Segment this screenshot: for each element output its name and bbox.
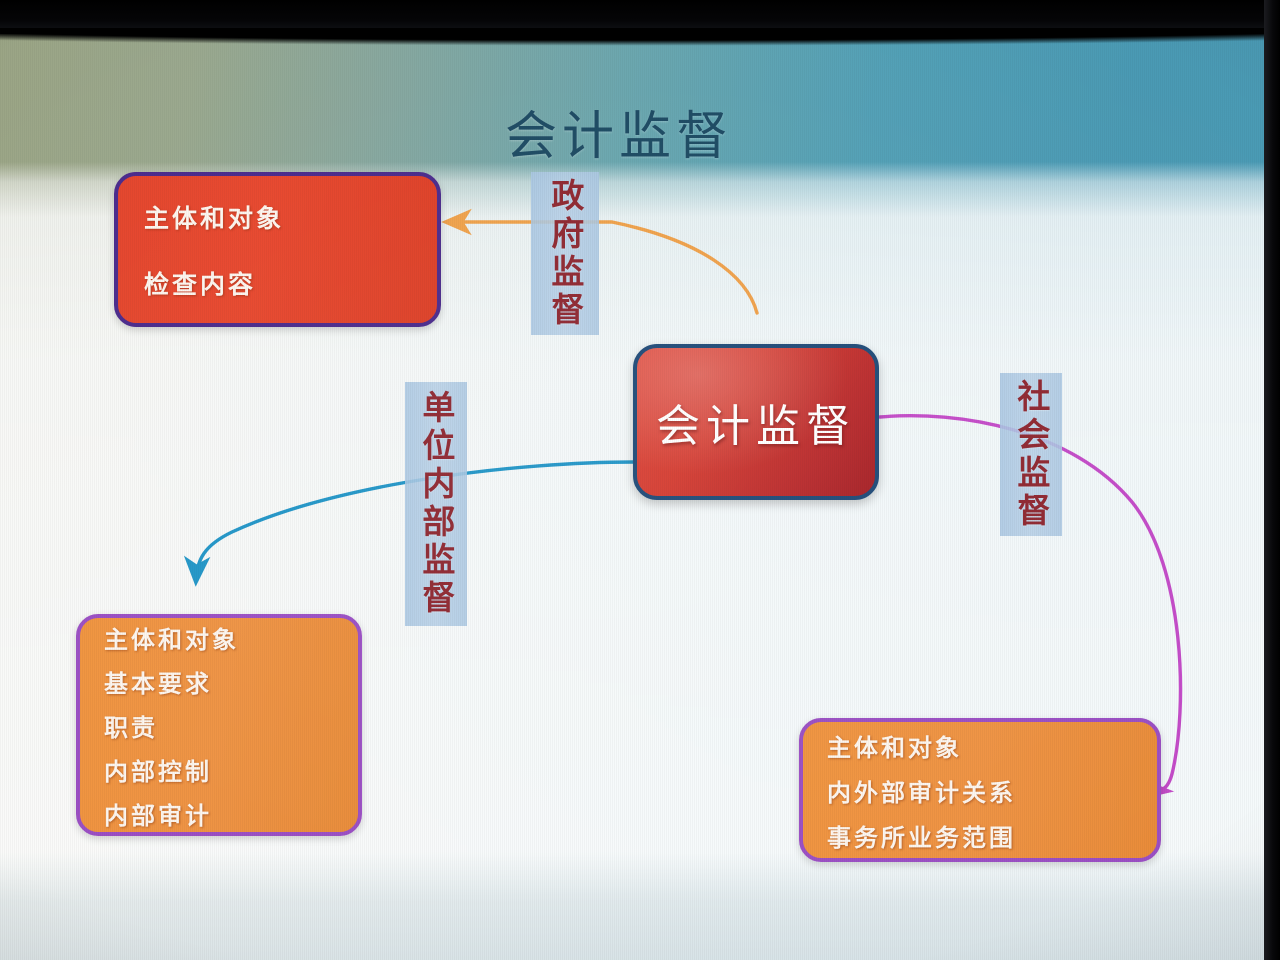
internal-detail-line-1: 主体和对象: [104, 624, 239, 654]
social-detail-lines: 主体和对象 内外部审计关系 事务所业务范围: [803, 722, 1157, 858]
internal-detail-line-5: 内部审计: [104, 800, 212, 830]
connector-label-internal: 单位内部监督: [405, 382, 467, 626]
internal-detail-line-4: 内部控制: [104, 756, 212, 786]
government-detail-lines: 主体和对象 检查内容: [118, 176, 437, 323]
presentation-slide: 会计监督 主体和对象 检查内容 会计监督 主体和对象 基本要求 职责 内部控制 …: [0, 32, 1268, 960]
government-detail-line-1: 主体和对象: [144, 203, 285, 233]
center-topic-box[interactable]: 会计监督: [633, 344, 879, 500]
social-detail-line-3: 事务所业务范围: [827, 822, 1016, 852]
government-detail-box[interactable]: 主体和对象 检查内容: [114, 172, 441, 327]
government-detail-line-2: 检查内容: [144, 269, 257, 299]
internal-detail-line-3: 职责: [104, 712, 158, 742]
arrow-government: [441, 208, 759, 315]
social-detail-box[interactable]: 主体和对象 内外部审计关系 事务所业务范围: [799, 718, 1161, 862]
slide-title: 会计监督: [505, 107, 734, 167]
internal-detail-box[interactable]: 主体和对象 基本要求 职责 内部控制 内部审计: [76, 614, 362, 836]
connector-label-government: 政府监督: [531, 172, 599, 335]
connector-label-social: 社会监督: [1000, 373, 1062, 536]
social-detail-line-2: 内外部审计关系: [827, 777, 1016, 807]
screen-bezel-right: [1264, 0, 1280, 960]
screen-bezel-curve: [0, 28, 1280, 46]
center-topic-label: 会计监督: [656, 401, 856, 452]
internal-detail-line-2: 基本要求: [104, 668, 212, 698]
social-detail-line-1: 主体和对象: [827, 732, 962, 762]
internal-detail-lines: 主体和对象 基本要求 职责 内部控制 内部审计: [80, 618, 358, 832]
